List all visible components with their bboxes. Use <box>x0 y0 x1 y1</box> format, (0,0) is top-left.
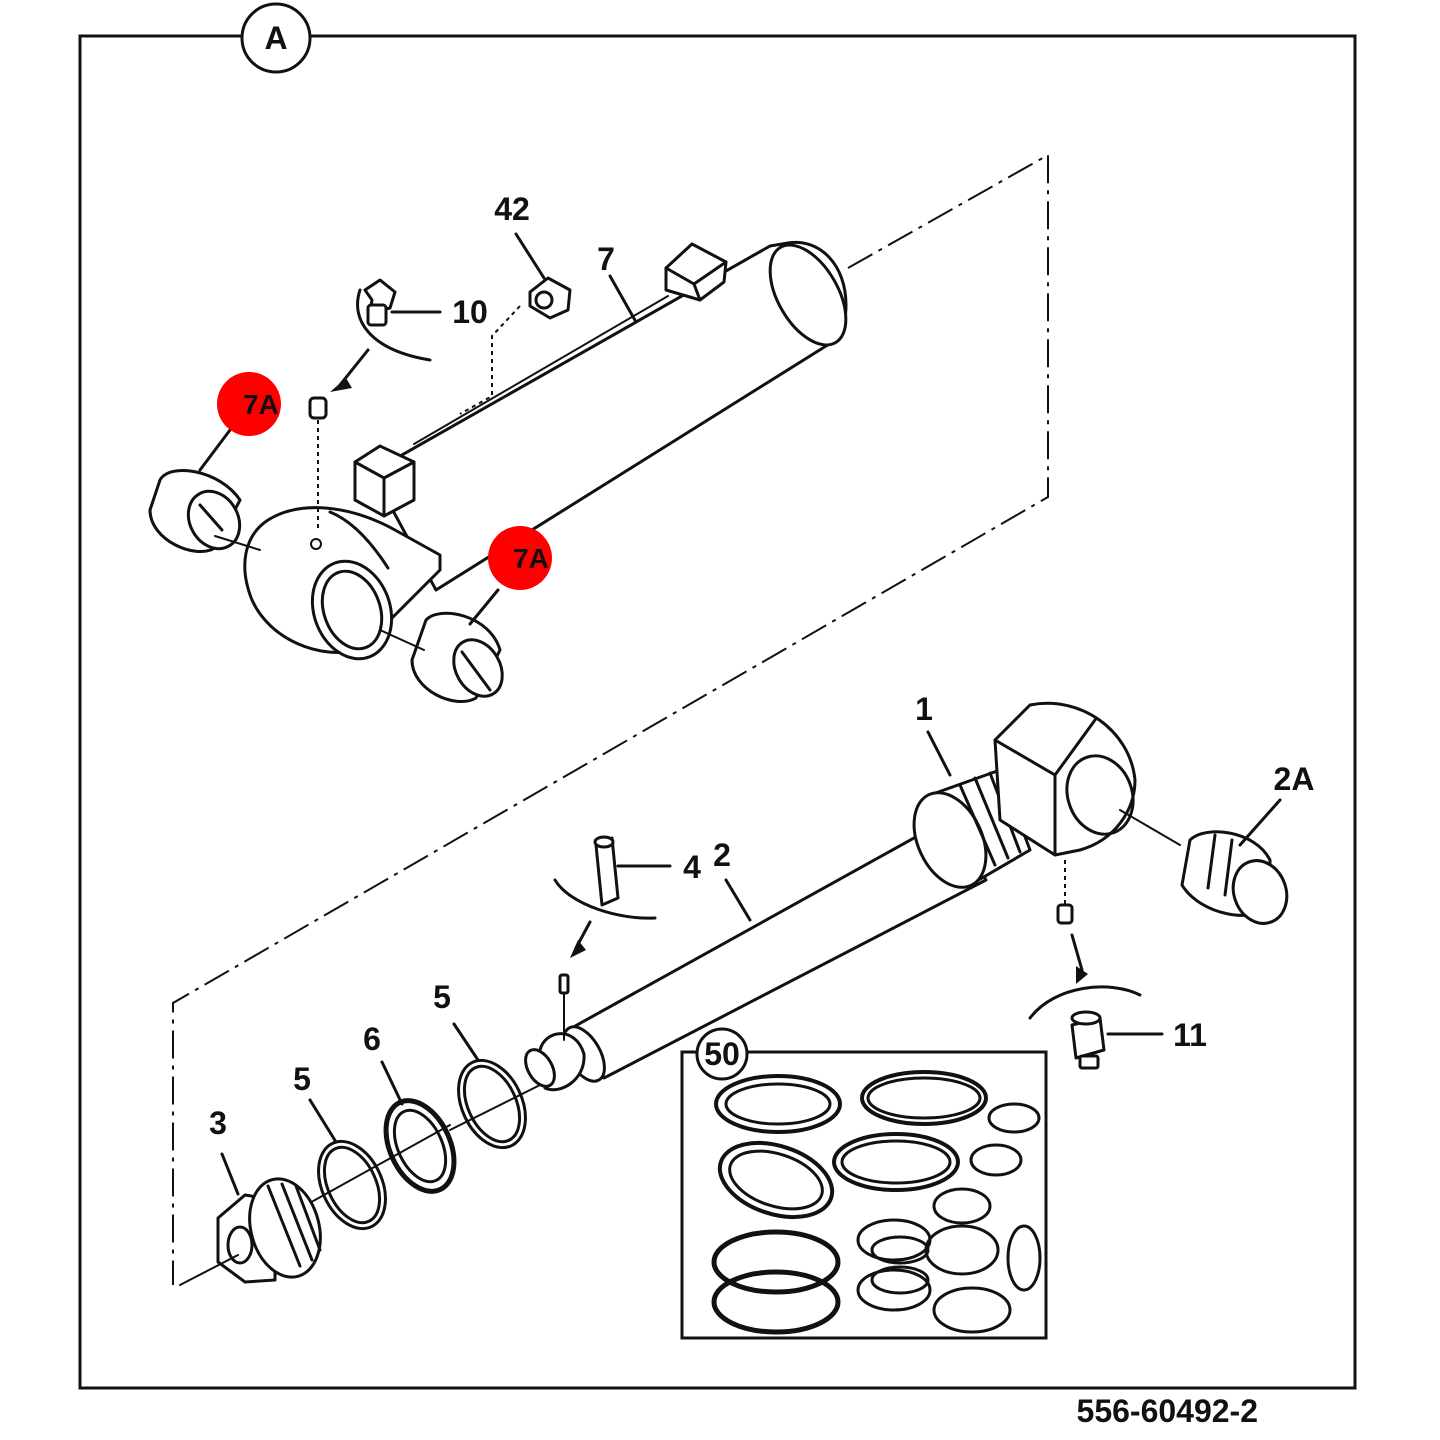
part-number: 556-60492-2 <box>1077 1393 1258 1429</box>
callout-10: 10 <box>452 294 488 330</box>
highlight-dot <box>217 372 281 436</box>
assembly-outline <box>172 153 1049 1285</box>
piston-rod <box>524 701 1181 1092</box>
highlight-dot <box>488 526 552 590</box>
callout-7: 7 <box>597 241 615 277</box>
cylinder-barrel <box>243 240 848 661</box>
callout-3: 3 <box>209 1105 227 1141</box>
callout-1: 1 <box>915 691 933 727</box>
detail-grease-fitting-10 <box>330 278 442 392</box>
callout-7a-bottom-badge: 7A <box>488 526 552 590</box>
callout-4: 4 <box>683 849 701 885</box>
plug-42 <box>459 232 572 415</box>
wiper-seal-6 <box>380 1060 457 1194</box>
callout-7a-top-badge: 7A <box>217 372 281 436</box>
callout-11: 11 <box>1173 1017 1207 1053</box>
callout-42: 42 <box>494 191 530 227</box>
view-label-bubble: A <box>240 2 312 74</box>
callout-2a: 2A <box>1274 761 1315 797</box>
callout-7a-top: 7A <box>243 389 279 420</box>
callout-50-bubble: 50 <box>695 1027 749 1081</box>
callout-50: 50 <box>704 1036 740 1072</box>
bushing-7a-bottom <box>379 588 504 704</box>
detail-grease-nipple-11 <box>1028 933 1164 1070</box>
detail-roll-pin-4 <box>553 835 672 1041</box>
callout-5-upper: 5 <box>433 979 451 1015</box>
grease-nipple-barrel <box>308 396 328 530</box>
callout-2: 2 <box>713 837 731 873</box>
callout-6: 6 <box>363 1021 381 1057</box>
bushing-2a <box>1180 798 1289 925</box>
view-label: A <box>264 20 287 56</box>
callout-5-lower: 5 <box>293 1061 311 1097</box>
callout-7a-bottom: 7A <box>513 543 549 574</box>
bushing-7a-top <box>148 420 261 554</box>
seal-ring-5-upper <box>449 1022 541 1150</box>
diagram-frame <box>78 34 1357 1390</box>
gland-nut-3 <box>179 1152 322 1286</box>
seal-kit-50 <box>680 1050 1048 1340</box>
grease-nipple-rod <box>1056 860 1074 925</box>
